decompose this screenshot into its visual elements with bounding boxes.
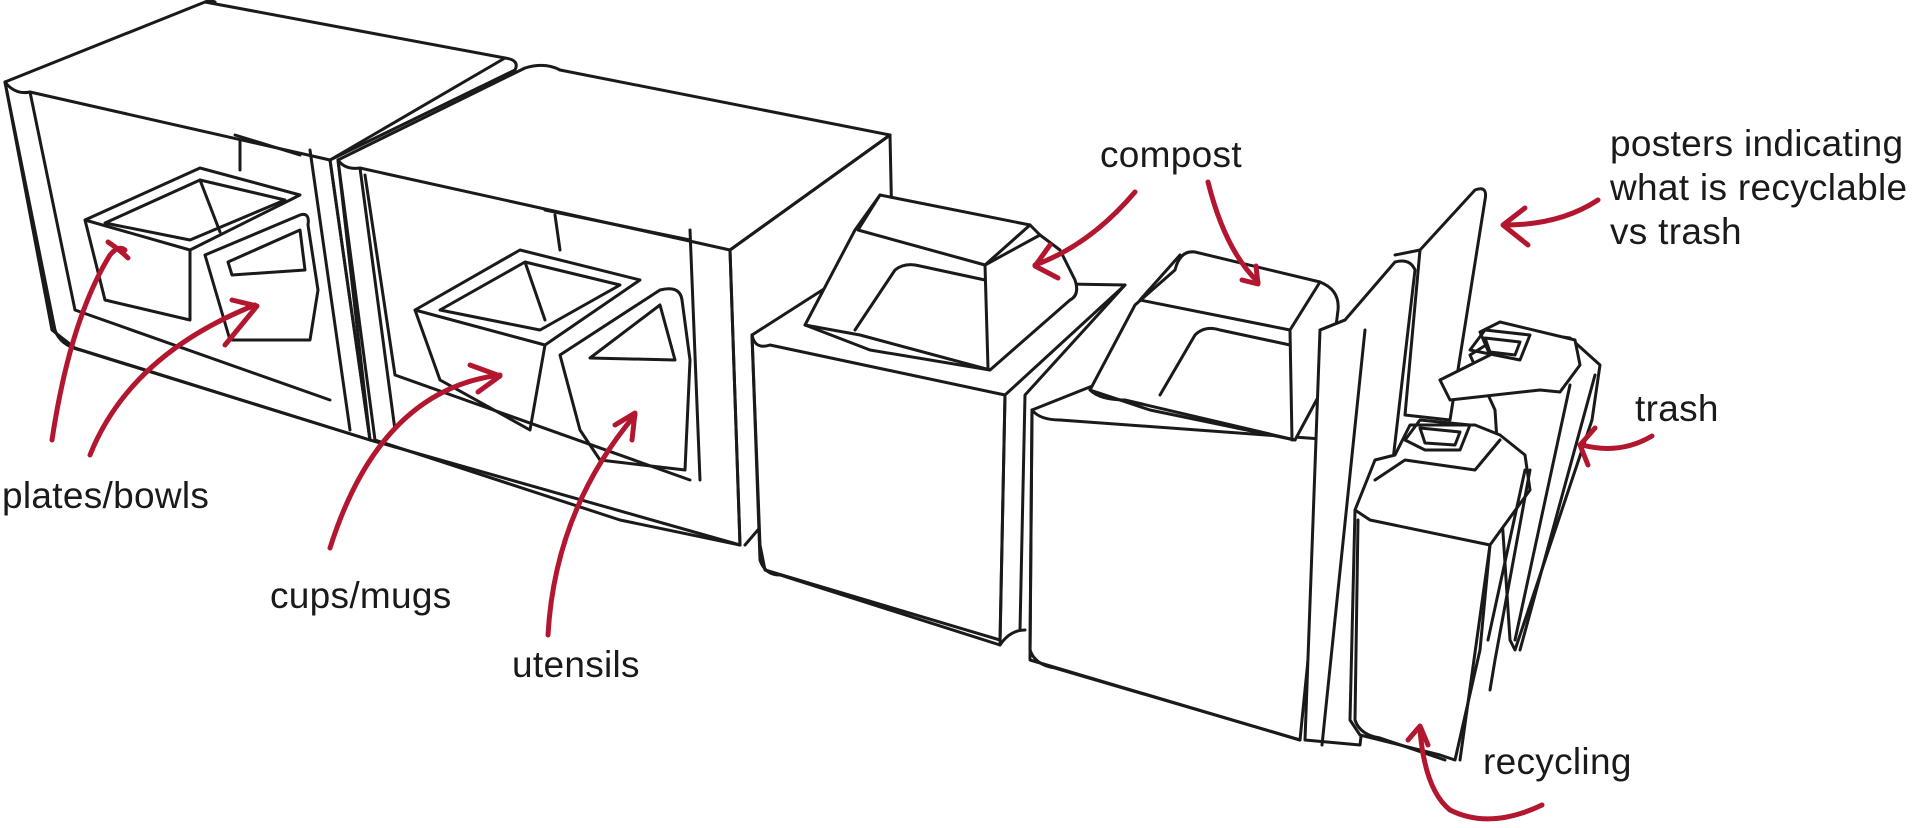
arrow-plates-2 [87, 302, 258, 458]
arrow-compost-2-head [1239, 263, 1261, 287]
annotation-arrows [49, 179, 1655, 822]
compost-bin-1 [750, 193, 1127, 647]
label-posters-line3: vs trash [1610, 211, 1742, 252]
compost-bin-2 [1028, 250, 1362, 742]
label-plates-bowls: plates/bowls [2, 475, 210, 516]
shelf-unit-left [3, 0, 518, 442]
arrow-recycling-head [1405, 723, 1431, 748]
arrow-utensils [545, 412, 638, 638]
arrow-plates-2-head [222, 297, 260, 348]
label-utensils: utensils [512, 644, 640, 685]
arrow-posters-head [1500, 205, 1531, 248]
label-recycling: recycling [1483, 741, 1632, 782]
arrow-compost-1 [1032, 189, 1138, 268]
arrow-compost-1-head [1032, 242, 1061, 281]
arrow-utensils-head [612, 410, 638, 443]
recycling-bin [1348, 418, 1532, 762]
arrow-compost-2 [1205, 179, 1261, 285]
arrow-cups-head [467, 362, 503, 395]
arrow-cups [327, 372, 503, 551]
label-cups-mugs: cups/mugs [270, 575, 452, 616]
arrow-plates-1-head [105, 239, 131, 261]
label-posters-line2: what is recyclable [1610, 167, 1908, 208]
trash-bin [1438, 320, 1602, 652]
label-compost: compost [1100, 134, 1242, 175]
arrow-trash-head [1577, 425, 1598, 468]
arrow-trash [1579, 433, 1655, 451]
arrow-recycling [1417, 727, 1545, 822]
label-trash: trash [1635, 388, 1719, 429]
label-posters-line1: posters indicating [1610, 123, 1904, 164]
arrow-posters [1502, 197, 1601, 228]
